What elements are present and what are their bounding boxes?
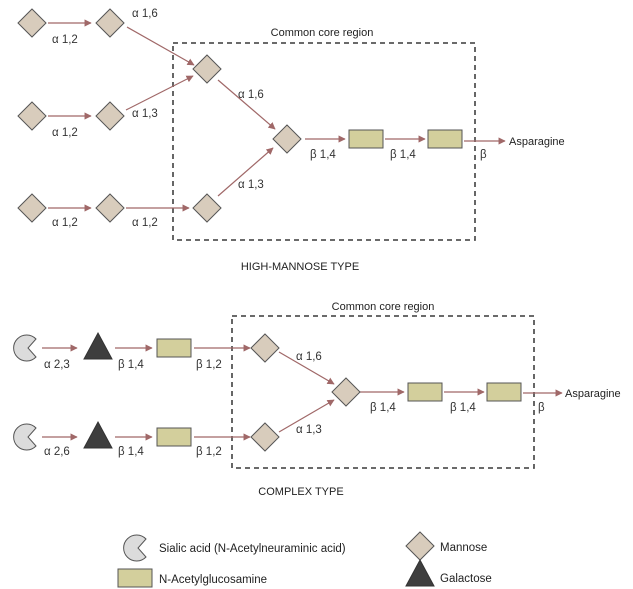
link-label: α 1,2 xyxy=(52,127,78,139)
link-label: β 1,4 xyxy=(118,446,144,458)
legend-galactose-label: Galactose xyxy=(440,573,492,585)
galactose-legend-icon xyxy=(405,559,435,587)
glcnac-legend-icon xyxy=(117,568,153,588)
high-mannose-panel: Common core region α 1,2 α 1,6 xyxy=(17,8,565,273)
mannose-icon xyxy=(192,193,222,223)
complex-panel: Common core region α 2,3 β 1,4 β 1,2 α xyxy=(13,301,621,498)
mannose-icon xyxy=(17,193,47,223)
legend-mannose-label: Mannose xyxy=(440,542,487,554)
sialic-acid-icon xyxy=(13,334,37,362)
link-label: β 1,2 xyxy=(196,446,222,458)
link-label: β 1,2 xyxy=(196,359,222,371)
legend-sialic-label: Sialic acid (N-Acetylneuraminic acid) xyxy=(159,543,346,555)
link-label: α 2,6 xyxy=(44,446,70,458)
mannose-icon xyxy=(250,333,280,363)
link-label: α 1,2 xyxy=(52,34,78,46)
glcnac-icon xyxy=(348,129,384,149)
link-label: β xyxy=(480,149,487,161)
glcnac-icon xyxy=(486,382,522,402)
mannose-legend-icon xyxy=(405,531,435,561)
link-label: β xyxy=(538,402,545,414)
link-label: β 1,4 xyxy=(118,359,144,371)
galactose-icon xyxy=(83,421,113,449)
complex-caption: COMPLEX TYPE xyxy=(258,486,343,498)
complex-core-box xyxy=(231,315,535,469)
glcnac-icon xyxy=(156,338,192,358)
link-label: α 1,6 xyxy=(238,89,264,101)
glcnac-icon xyxy=(407,382,443,402)
mannose-icon xyxy=(192,54,222,84)
glcnac-icon xyxy=(156,427,192,447)
legend-glcnac-label: N-Acetylglucosamine xyxy=(159,574,267,586)
mannose-icon xyxy=(95,8,125,38)
high-mannose-target: Asparagine xyxy=(509,136,565,148)
mannose-icon xyxy=(95,193,125,223)
legend: Sialic acid (N-Acetylneuraminic acid) N-… xyxy=(117,531,492,588)
link-label: α 1,3 xyxy=(132,108,158,120)
mannose-icon xyxy=(250,422,280,452)
mannose-icon xyxy=(331,377,361,407)
link-label: β 1,4 xyxy=(390,149,416,161)
glcnac-icon xyxy=(427,129,463,149)
sialic-acid-icon xyxy=(13,423,37,451)
high-mannose-core-label: Common core region xyxy=(271,27,374,39)
mannose-icon xyxy=(17,8,47,38)
link-label: β 1,4 xyxy=(450,402,476,414)
sialic-acid-legend-icon xyxy=(123,534,147,562)
mannose-icon xyxy=(95,101,125,131)
link-label: β 1,4 xyxy=(310,149,336,161)
complex-target: Asparagine xyxy=(565,388,621,400)
link-label: β 1,4 xyxy=(370,402,396,414)
high-mannose-caption: HIGH-MANNOSE TYPE xyxy=(241,261,359,273)
link-label: α 1,6 xyxy=(132,8,158,20)
link-label: α 1,3 xyxy=(238,179,264,191)
link-label: α 1,6 xyxy=(296,351,322,363)
link-label: α 1,2 xyxy=(52,217,78,229)
mannose-icon xyxy=(17,101,47,131)
link-label: α 1,2 xyxy=(132,217,158,229)
link-label: α 2,3 xyxy=(44,359,70,371)
high-mannose-arrows xyxy=(48,19,506,212)
mannose-icon xyxy=(272,124,302,154)
link-label: α 1,3 xyxy=(296,424,322,436)
complex-arrows xyxy=(42,344,563,441)
complex-core-label: Common core region xyxy=(332,301,435,313)
galactose-icon xyxy=(83,332,113,360)
